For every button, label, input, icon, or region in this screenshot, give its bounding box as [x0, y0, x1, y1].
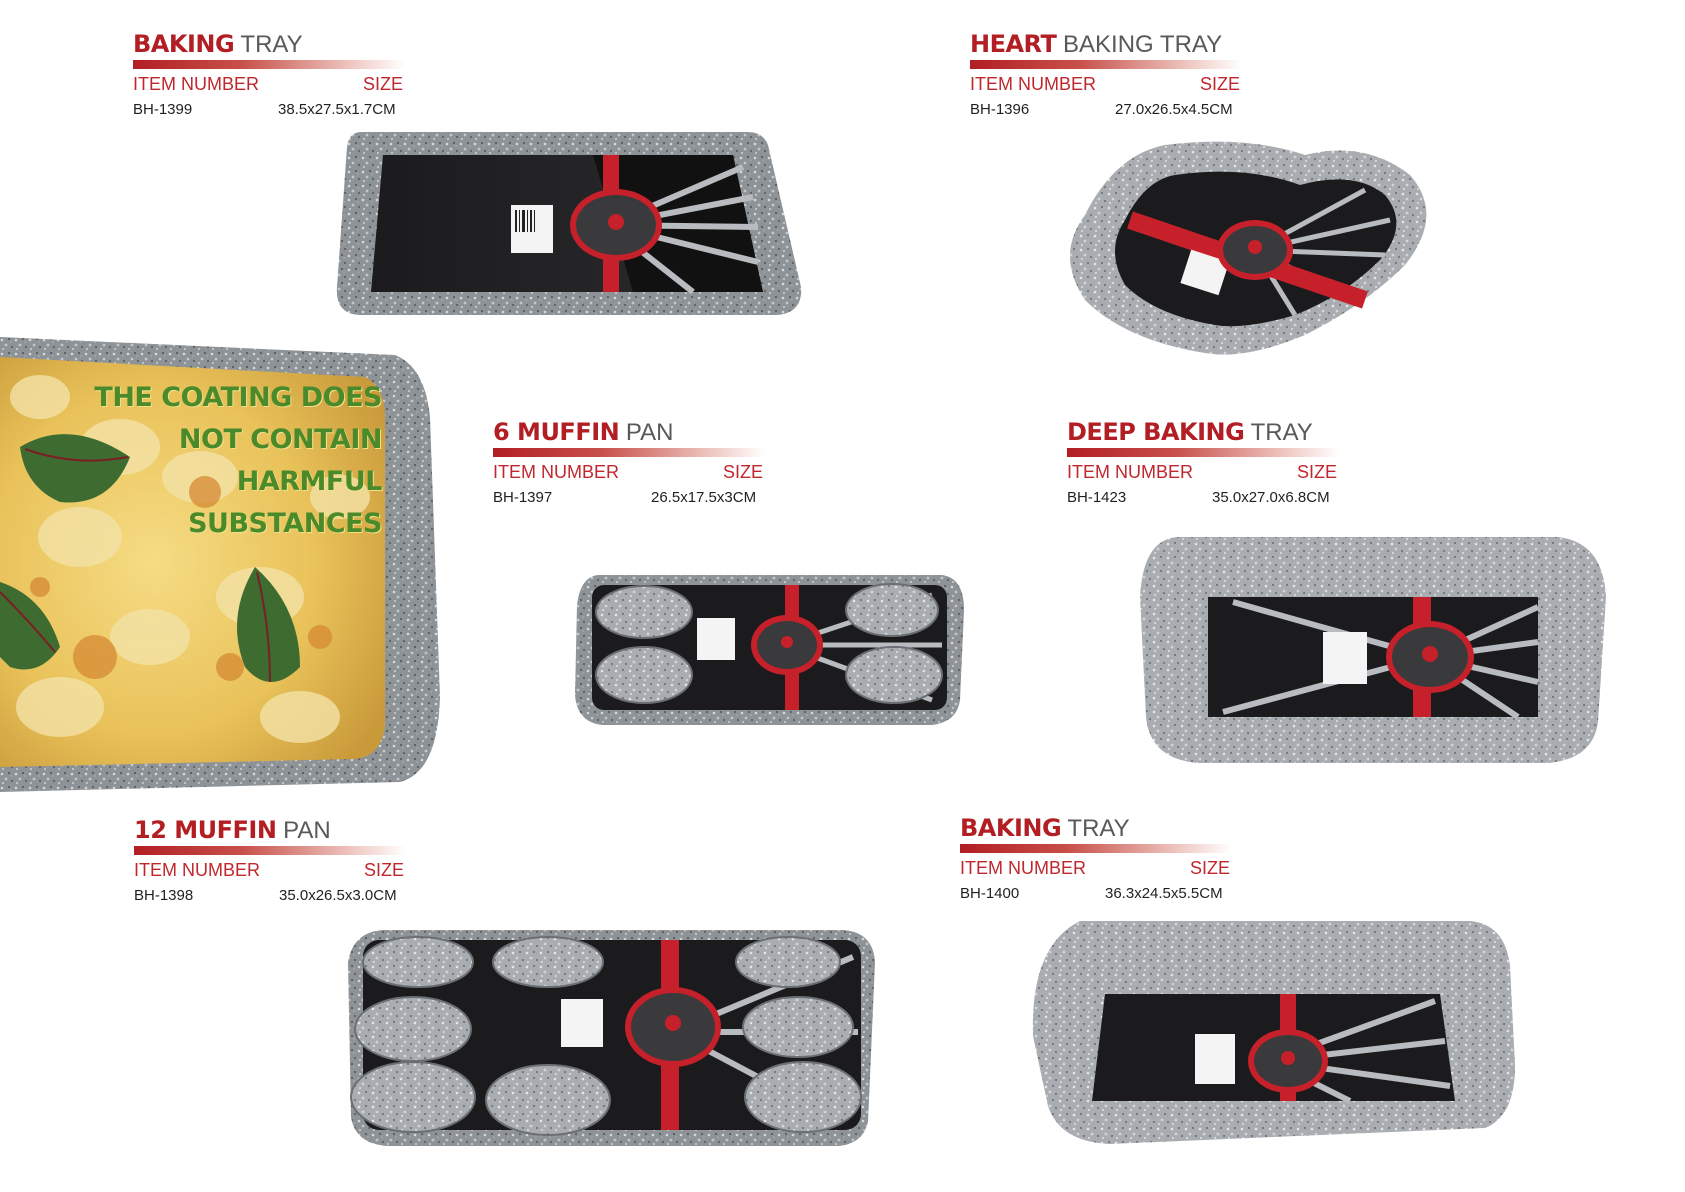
product-title-light: TRAY	[240, 31, 303, 58]
product-title: 12 MUFFIN PAN	[134, 816, 331, 845]
food-photo-potato-gratin: THE COATING DOES NOT CONTAIN HARMFUL SUB…	[0, 337, 440, 792]
product-title: BAKING TRAY	[960, 814, 1130, 843]
item-number-label: ITEM NUMBER	[960, 858, 1086, 878]
size-label: SIZE	[1200, 74, 1241, 94]
size-label: SIZE	[723, 462, 764, 482]
product-title-bold: 12 MUFFIN	[134, 816, 277, 844]
item-number-value: BH-1400	[960, 885, 1020, 902]
size-label: SIZE	[1297, 462, 1338, 482]
product-title: DEEP BAKING TRAY	[1067, 418, 1313, 447]
product-image-12-muffin-1398	[343, 922, 883, 1152]
title-underline	[133, 60, 405, 69]
product-image-heart-tray-1396	[1065, 135, 1435, 360]
item-number-value: BH-1423	[1067, 489, 1127, 506]
product-image-baking-tray-1400	[1030, 916, 1518, 1152]
product-title-light: BAKING TRAY	[1063, 31, 1223, 58]
product-title: 6 MUFFIN PAN	[493, 418, 673, 447]
product-title-bold: DEEP BAKING	[1067, 418, 1245, 446]
size-label: SIZE	[363, 74, 404, 94]
product-title: HEART BAKING TRAY	[970, 30, 1222, 59]
title-underline	[960, 844, 1232, 853]
title-underline	[493, 448, 765, 457]
item-number-label: ITEM NUMBER	[133, 74, 259, 94]
size-value: 35.0x27.0x6.8CM	[1212, 489, 1330, 506]
product-title-bold: HEART	[970, 30, 1057, 58]
product-title: BAKING TRAY	[133, 30, 303, 59]
item-number-label: ITEM NUMBER	[1067, 462, 1193, 482]
product-title-light: PAN	[625, 419, 674, 446]
claim-line-2: NOT CONTAIN	[178, 424, 383, 455]
title-underline	[1067, 448, 1339, 457]
product-title-light: TRAY	[1067, 815, 1130, 842]
product-info-heart-tray-1396: HEART BAKING TRAY ITEM NUMBER SIZE BH-13…	[970, 30, 1270, 125]
title-underline	[970, 60, 1242, 69]
product-info-deep-tray-1423: DEEP BAKING TRAY ITEM NUMBER SIZE BH-142…	[1067, 418, 1367, 513]
item-number-value: BH-1397	[493, 489, 553, 506]
product-info-12-muffin-1398: 12 MUFFIN PAN ITEM NUMBER SIZE BH-1398 3…	[134, 816, 434, 911]
size-label: SIZE	[1190, 858, 1231, 878]
item-number-value: BH-1398	[134, 887, 194, 904]
size-value: 35.0x26.5x3.0CM	[279, 887, 397, 904]
size-label: SIZE	[364, 860, 405, 880]
claim-line-3: HARMFUL	[236, 466, 383, 497]
size-value: 26.5x17.5x3CM	[651, 489, 757, 506]
product-title-bold: BAKING	[960, 814, 1062, 842]
product-title-bold: BAKING	[133, 30, 235, 58]
product-title-light: TRAY	[1250, 419, 1313, 446]
size-value: 36.3x24.5x5.5CM	[1105, 885, 1223, 902]
size-value: 38.5x27.5x1.7CM	[278, 101, 396, 118]
product-image-6-muffin-1397	[572, 570, 967, 730]
product-info-baking-tray-1400: BAKING TRAY ITEM NUMBER SIZE BH-1400 36.…	[960, 814, 1260, 909]
product-info-6-muffin-1397: 6 MUFFIN PAN ITEM NUMBER SIZE BH-1397 26…	[493, 418, 793, 513]
title-underline	[134, 846, 406, 855]
item-number-label: ITEM NUMBER	[134, 860, 260, 880]
product-image-deep-tray-1423	[1138, 527, 1608, 769]
item-number-value: BH-1399	[133, 101, 193, 118]
size-value: 27.0x26.5x4.5CM	[1115, 101, 1233, 118]
item-number-label: ITEM NUMBER	[493, 462, 619, 482]
product-image-baking-tray-1399	[333, 127, 805, 320]
claim-line-4: SUBSTANCES	[188, 508, 382, 539]
product-info-baking-tray-1399: BAKING TRAY ITEM NUMBER SIZE BH-1399 38.…	[133, 30, 433, 125]
item-number-value: BH-1396	[970, 101, 1030, 118]
item-number-label: ITEM NUMBER	[970, 74, 1096, 94]
claim-line-1: THE COATING DOES	[94, 382, 382, 413]
product-title-light: PAN	[283, 817, 331, 844]
product-title-bold: 6 MUFFIN	[493, 418, 620, 446]
